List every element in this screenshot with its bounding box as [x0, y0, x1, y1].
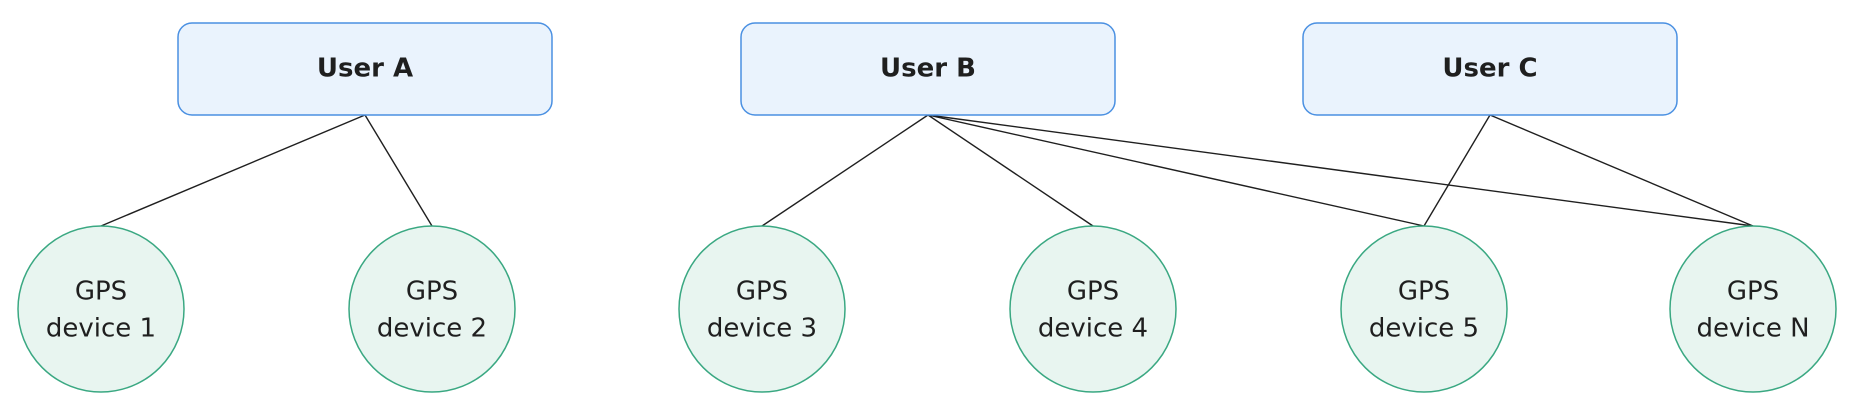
- edge-a-d2: [364, 114, 433, 227]
- device-circle-2: [348, 225, 516, 393]
- user-label-b: User B: [880, 54, 976, 84]
- edge-b-dn: [927, 114, 1754, 227]
- device-circle-n: [1669, 225, 1837, 393]
- device-circle-5: [1340, 225, 1508, 393]
- device-label-1-line1: GPS: [75, 277, 127, 307]
- device-node-5: GPS device 5: [1340, 225, 1508, 393]
- user-label-a: User A: [317, 54, 413, 84]
- edges-layer: [100, 114, 1754, 227]
- device-circle-3: [678, 225, 846, 393]
- edge-b-d4: [927, 114, 1094, 227]
- device-node-n: GPS device N: [1669, 225, 1837, 393]
- device-node-3: GPS device 3: [678, 225, 846, 393]
- device-label-n-line1: GPS: [1727, 277, 1779, 307]
- edge-b-d3: [761, 114, 929, 227]
- device-circle-1: [17, 225, 185, 393]
- device-label-4-line2: device 4: [1038, 314, 1148, 344]
- edge-c-d5: [1423, 114, 1491, 227]
- user-node-c: User C: [1302, 22, 1678, 116]
- device-label-5-line1: GPS: [1398, 277, 1450, 307]
- device-label-3-line1: GPS: [736, 277, 788, 307]
- device-circle-4: [1009, 225, 1177, 393]
- device-label-3-line2: device 3: [707, 314, 817, 344]
- edge-c-dn: [1489, 114, 1754, 227]
- user-box-c: [1302, 22, 1678, 116]
- device-label-n-line2: device N: [1696, 314, 1809, 344]
- device-label-1-line2: device 1: [46, 314, 156, 344]
- device-label-4-line1: GPS: [1067, 277, 1119, 307]
- device-label-2-line2: device 2: [377, 314, 487, 344]
- device-node-4: GPS device 4: [1009, 225, 1177, 393]
- user-node-b: User B: [740, 22, 1116, 116]
- user-label-c: User C: [1442, 54, 1537, 84]
- edge-b-d5: [927, 114, 1425, 227]
- user-box-b: [740, 22, 1116, 116]
- device-node-1: GPS device 1: [17, 225, 185, 393]
- edge-a-d1: [100, 114, 366, 227]
- device-label-5-line2: device 5: [1369, 314, 1479, 344]
- device-node-2: GPS device 2: [348, 225, 516, 393]
- device-label-2-line1: GPS: [406, 277, 458, 307]
- user-node-a: User A: [177, 22, 553, 116]
- user-box-a: [177, 22, 553, 116]
